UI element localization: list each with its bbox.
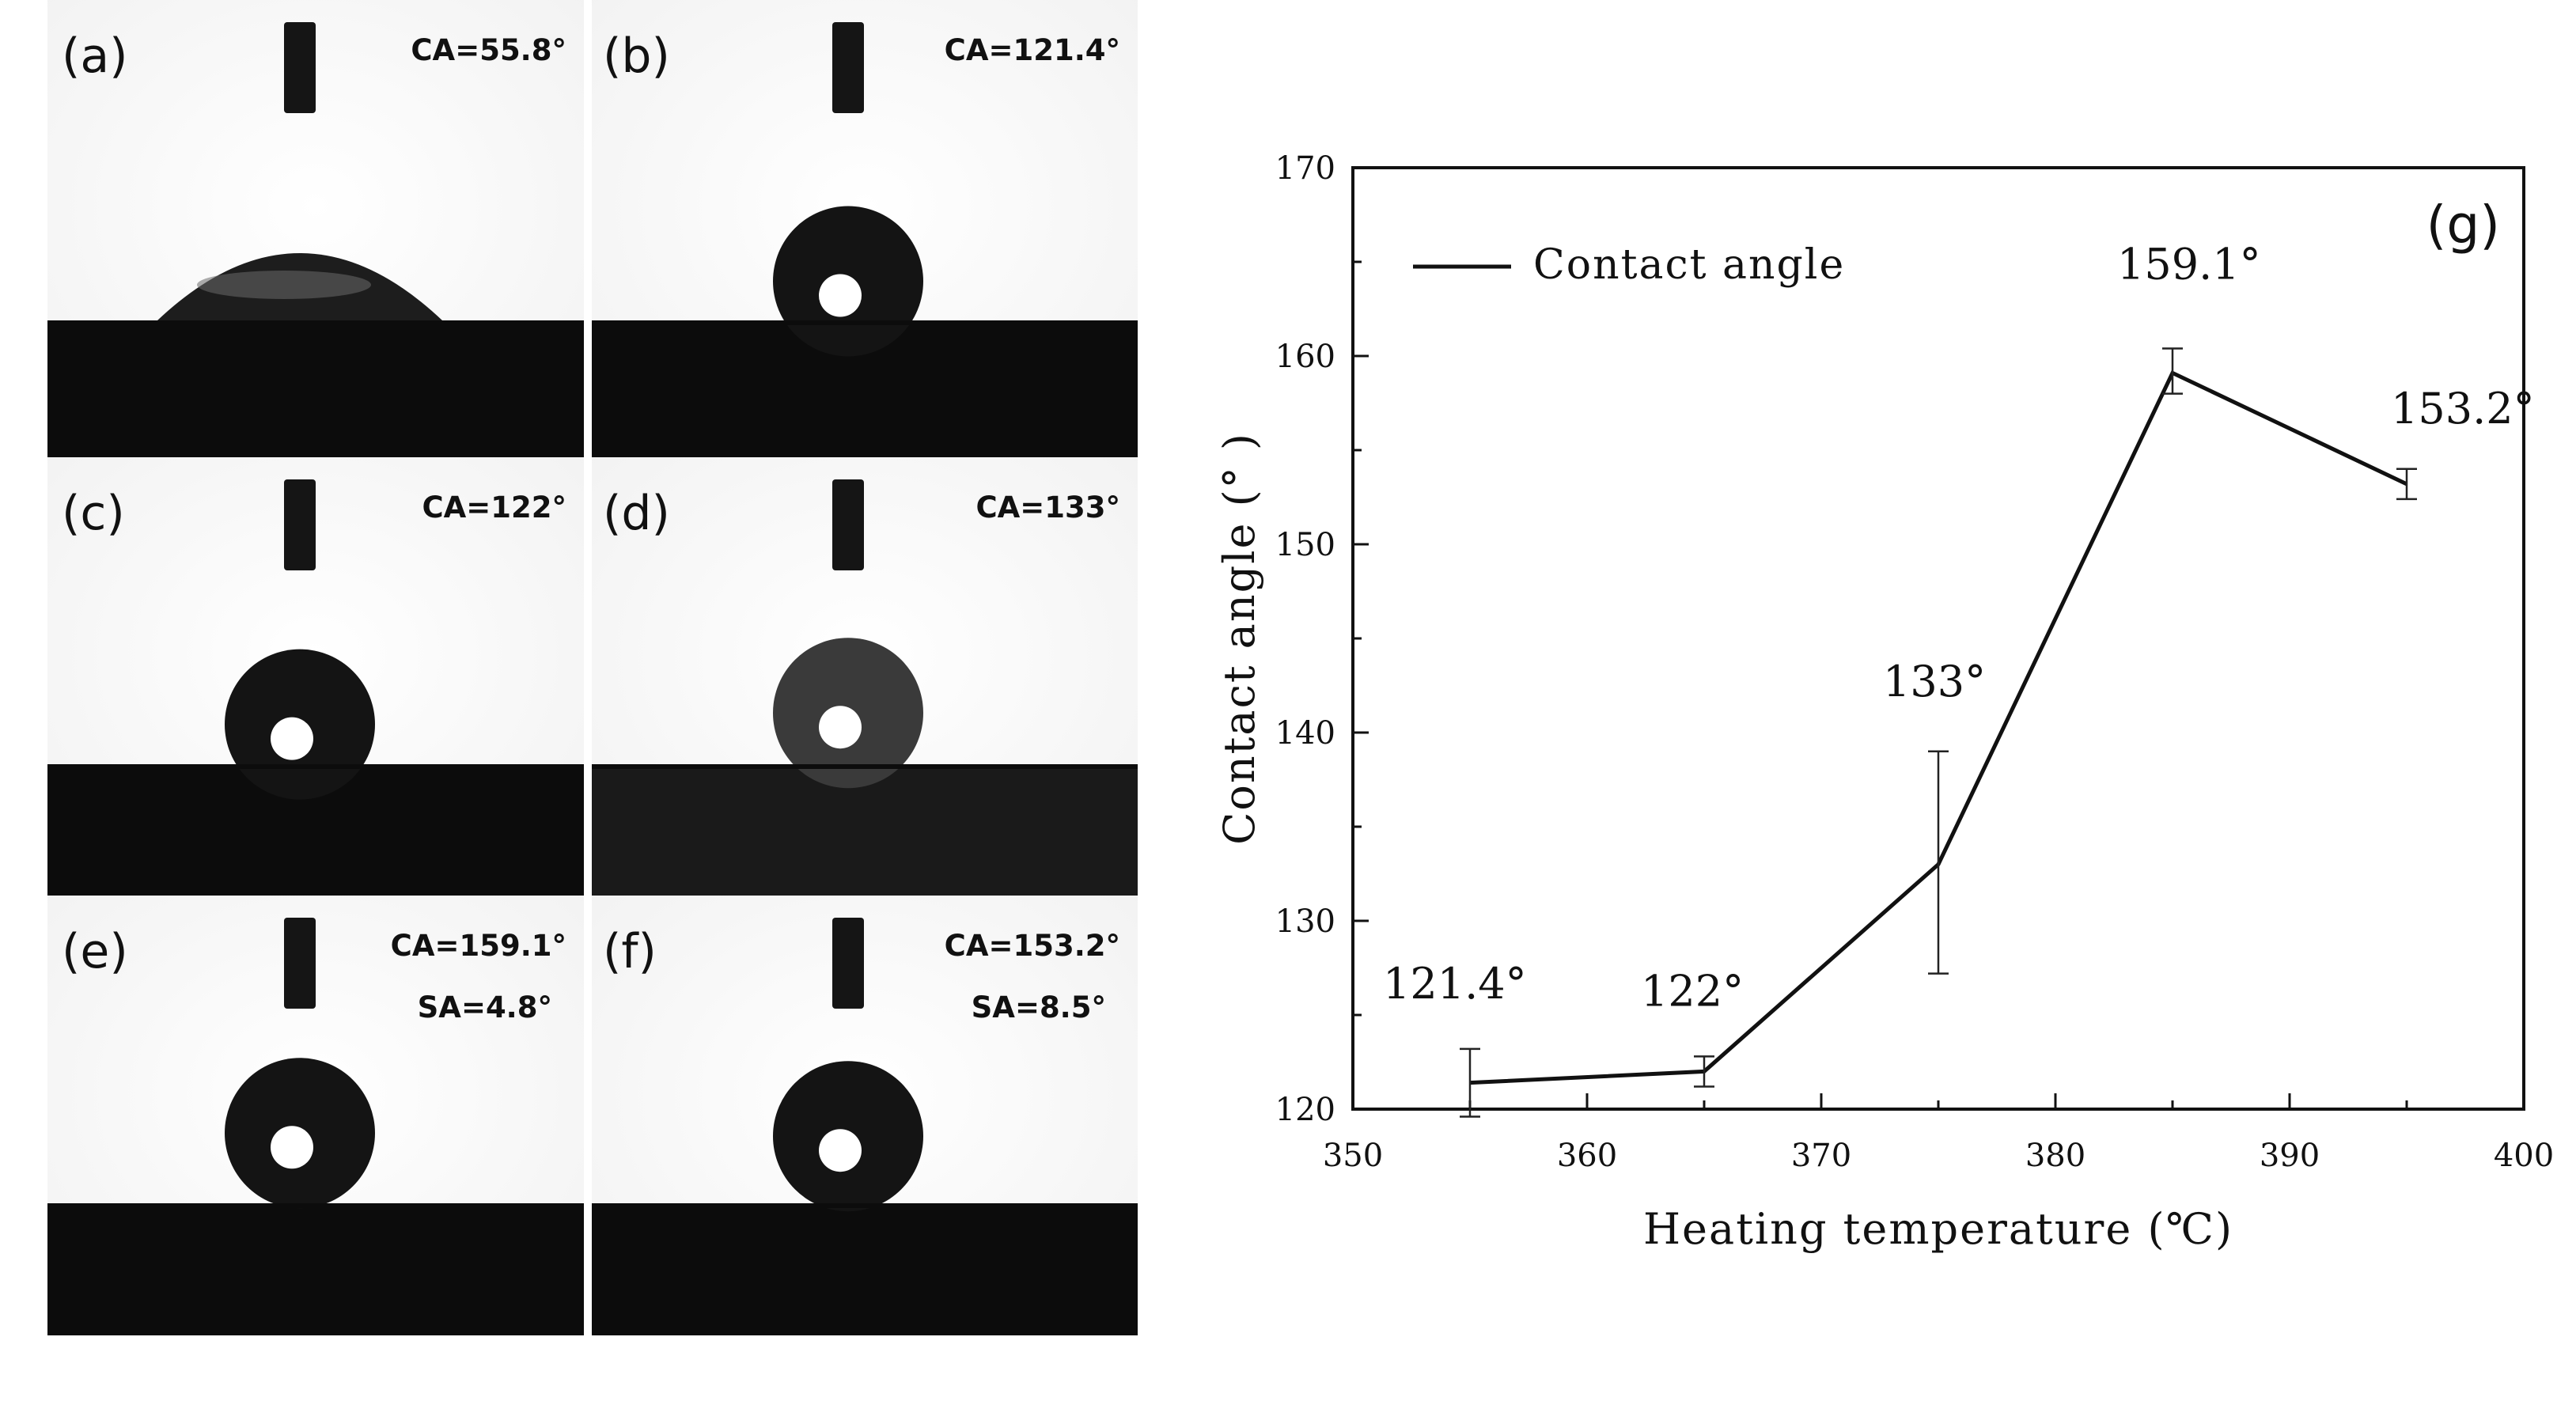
- panel-label-a: (a): [62, 28, 128, 84]
- y-tick-label: 160: [1275, 339, 1335, 375]
- x-tick-label: 360: [1557, 1138, 1617, 1174]
- substrate: [592, 1203, 1138, 1335]
- panel-label-e: (e): [62, 924, 128, 979]
- droplet-scene-f: [592, 896, 1138, 1335]
- substrate: [47, 1203, 584, 1335]
- droplet-photo-e: (e) CA=159.1° SA=4.8°: [47, 896, 584, 1335]
- x-tick-label: 380: [2025, 1138, 2085, 1174]
- syringe-needle: [284, 22, 316, 113]
- data-label: 159.1°: [2117, 239, 2261, 289]
- contact-angle-label: CA=159.1°: [390, 929, 566, 963]
- droplet-photo-a: (a) CA=55.8°: [47, 0, 584, 457]
- contact-angle-label: CA=133°: [975, 490, 1120, 525]
- data-label: 121.4°: [1383, 959, 1527, 1009]
- y-tick-label: 150: [1275, 527, 1335, 563]
- syringe-needle: [284, 918, 316, 1009]
- syringe-needle: [832, 479, 864, 570]
- x-tick-label: 350: [1323, 1138, 1383, 1174]
- contact-angle-label: CA=153.2°: [944, 929, 1120, 963]
- droplet-highlight: [819, 274, 862, 317]
- droplet-scene-d: [592, 457, 1138, 896]
- sliding-angle-label: SA=4.8°: [417, 990, 552, 1024]
- x-tick-label: 400: [2494, 1138, 2554, 1174]
- droplet-scene-a: [47, 0, 584, 457]
- y-tick-label: 170: [1275, 150, 1335, 187]
- droplet-highlight: [271, 1126, 313, 1169]
- data-label: 153.2°: [2391, 384, 2535, 434]
- contact-angle-label: CA=55.8°: [411, 33, 566, 67]
- droplet-scene-e: [47, 896, 584, 1335]
- droplet-highlight: [271, 717, 313, 760]
- x-tick-label: 390: [2260, 1138, 2320, 1174]
- contact-angle-chart: 120 130 140 150 160 170 350 360 370 380 390 400Heat…: [1214, 150, 2554, 1254]
- droplet-photo-d: (d) CA=133°: [592, 457, 1138, 896]
- droplet-scene-b: [592, 0, 1138, 457]
- x-axis-label: Heating temperature (℃): [1643, 1204, 2233, 1254]
- data-label: 133°: [1883, 657, 1986, 706]
- syringe-needle: [284, 479, 316, 570]
- droplet-photo-b: (b) CA=121.4°: [592, 0, 1138, 457]
- contact-angle-label: CA=122°: [422, 490, 566, 525]
- x-tick-label: 370: [1791, 1138, 1851, 1174]
- sliding-angle-label: SA=8.5°: [971, 990, 1106, 1024]
- panel-label-g: (g): [2426, 195, 2500, 256]
- syringe-needle: [832, 918, 864, 1009]
- substrate: [47, 320, 584, 457]
- panel-label-c: (c): [62, 486, 125, 541]
- legend-label: Contact angle: [1533, 241, 1845, 289]
- syringe-needle: [832, 22, 864, 113]
- contact-angle-label: CA=121.4°: [944, 33, 1120, 67]
- droplet-photo-c: (c) CA=122°: [47, 457, 584, 896]
- y-tick-label: 140: [1275, 715, 1335, 752]
- panel-label-f: (f): [603, 924, 657, 979]
- droplet-highlight: [819, 1129, 862, 1172]
- series-line: [1469, 370, 2408, 1085]
- data-label: 122°: [1641, 966, 1744, 1016]
- droplet-scene-c: [47, 457, 584, 896]
- droplet-highlight: [819, 706, 862, 749]
- y-tick-label: 120: [1275, 1092, 1335, 1128]
- y-axis-label: Contact angle (° ): [1214, 432, 1264, 845]
- droplet-photo-f: (f) CA=153.2° SA=8.5°: [592, 896, 1138, 1335]
- panel-label-d: (d): [603, 486, 670, 541]
- y-tick-label: 130: [1275, 903, 1335, 940]
- panel-label-b: (b): [603, 28, 670, 84]
